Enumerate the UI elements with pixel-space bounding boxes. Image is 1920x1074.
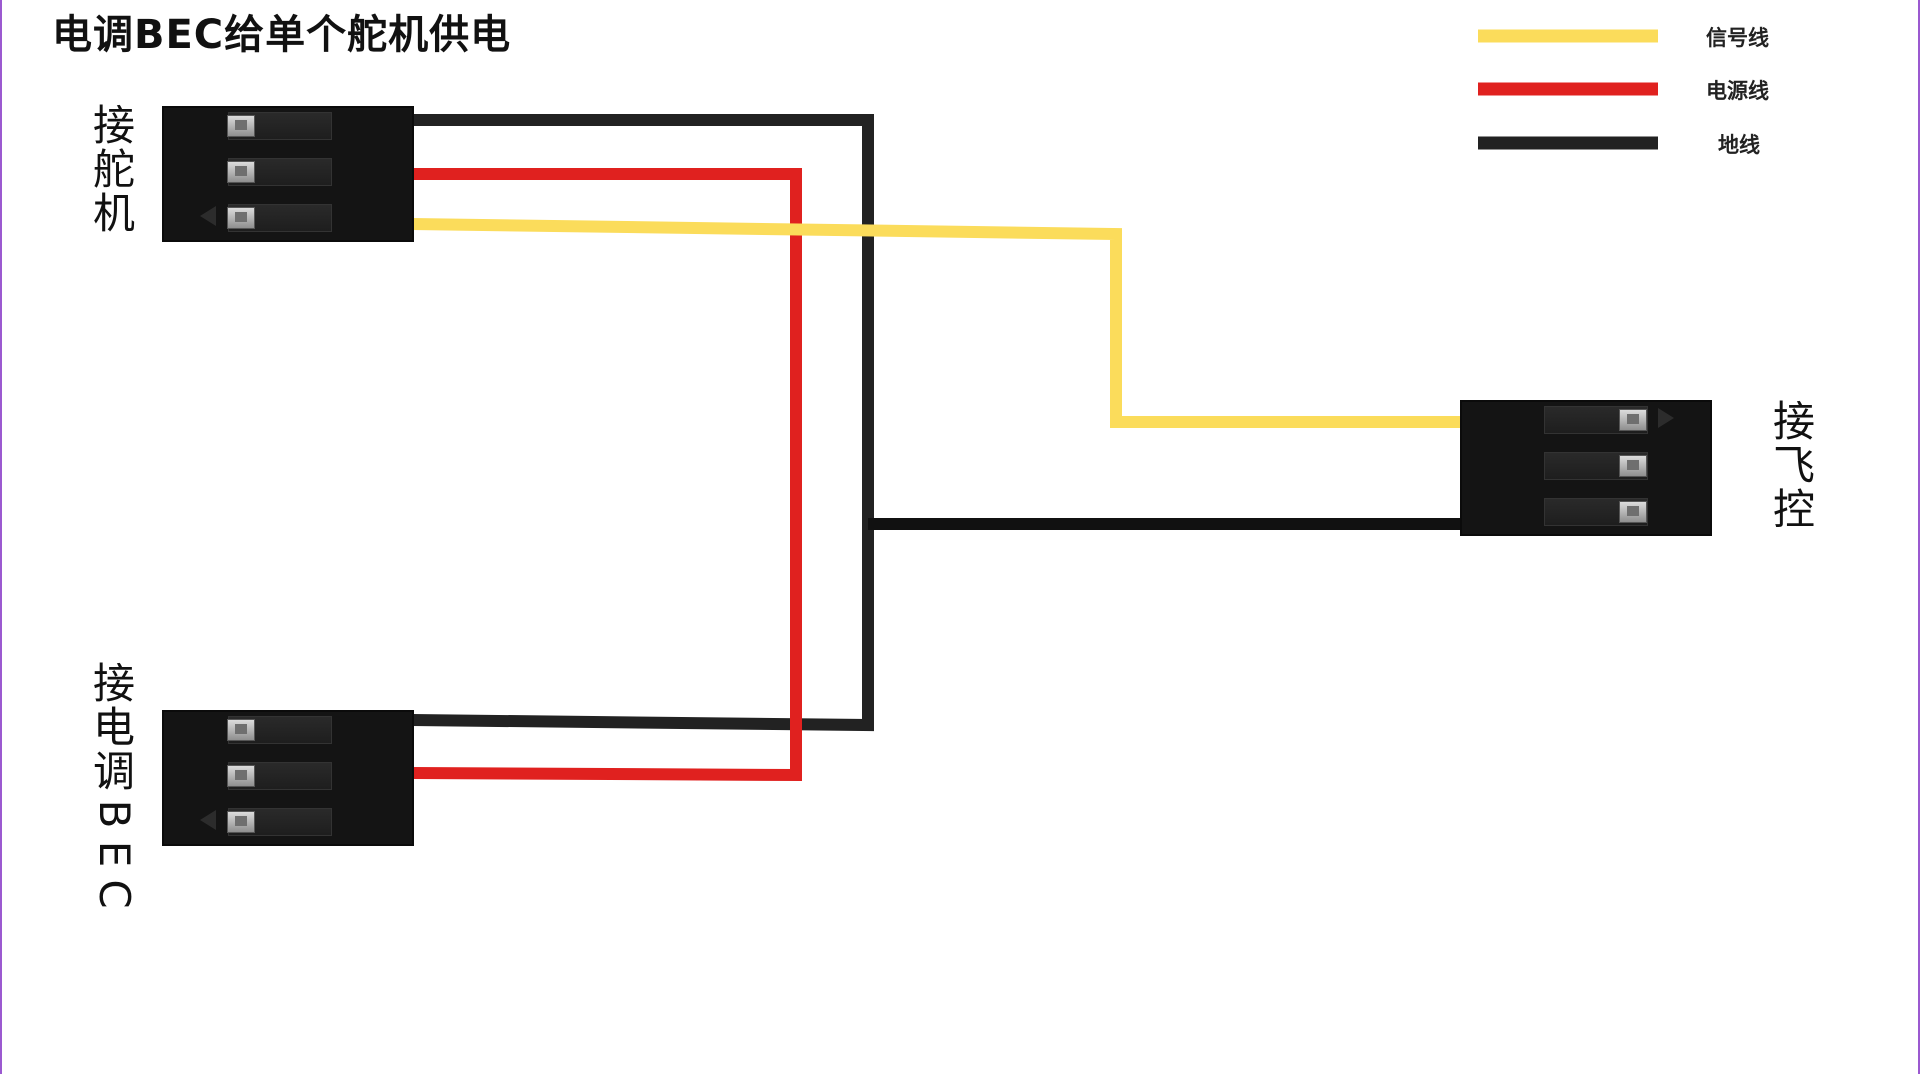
power-wire xyxy=(411,168,802,782)
fc-label-char: 控 xyxy=(1772,485,1815,534)
connector-arrow xyxy=(200,810,216,830)
bec-label: 接 电 调 B E C xyxy=(84,662,144,914)
servo-label-char: 接 xyxy=(92,101,135,150)
pin-contact xyxy=(227,765,255,787)
connector-pin xyxy=(1544,498,1648,526)
legend-label-signal: 信号线 xyxy=(1706,26,1769,50)
pin-contact xyxy=(1619,501,1647,523)
fc-connector xyxy=(1460,400,1712,536)
servo-label-char: 机 xyxy=(92,189,135,238)
page-title: 电调BEC给单个舵机供电 xyxy=(52,12,512,58)
connector-pin xyxy=(227,762,332,790)
legend-label-power: 电源线 xyxy=(1706,79,1769,103)
connector-pin xyxy=(227,112,332,140)
bec-connector xyxy=(162,710,414,846)
pin-contact xyxy=(227,719,255,741)
pin-contact xyxy=(227,115,255,137)
fc-label-char: 飞 xyxy=(1772,441,1815,490)
bec-label-char: 接 xyxy=(92,659,135,708)
connector-pin xyxy=(227,158,332,186)
signal-wire xyxy=(411,218,1462,428)
pin-contact xyxy=(1619,455,1647,477)
bec-label-char: 电 xyxy=(92,703,135,752)
fc-label: 接 飞 控 xyxy=(1764,400,1824,532)
pin-contact xyxy=(227,811,255,833)
fc-label-char: 接 xyxy=(1772,397,1815,446)
bec-label-char: 调 xyxy=(92,747,135,796)
legend-label-ground: 地线 xyxy=(1718,133,1760,157)
connector-pin xyxy=(1544,406,1648,434)
connector-arrow xyxy=(1658,408,1674,428)
ground-wire-servo xyxy=(411,114,874,732)
bec-label-char: C xyxy=(90,879,139,909)
pin-contact xyxy=(227,161,255,183)
servo-label: 接 舵 机 xyxy=(84,104,144,236)
connector-pin xyxy=(1544,452,1648,480)
servo-label-char: 舵 xyxy=(92,145,135,194)
pin-contact xyxy=(227,207,255,229)
connector-pin xyxy=(227,204,332,232)
connector-pin xyxy=(227,716,332,744)
connector-pin xyxy=(227,808,332,836)
pin-contact xyxy=(1619,409,1647,431)
servo-connector xyxy=(162,106,414,242)
connector-arrow xyxy=(200,206,216,226)
